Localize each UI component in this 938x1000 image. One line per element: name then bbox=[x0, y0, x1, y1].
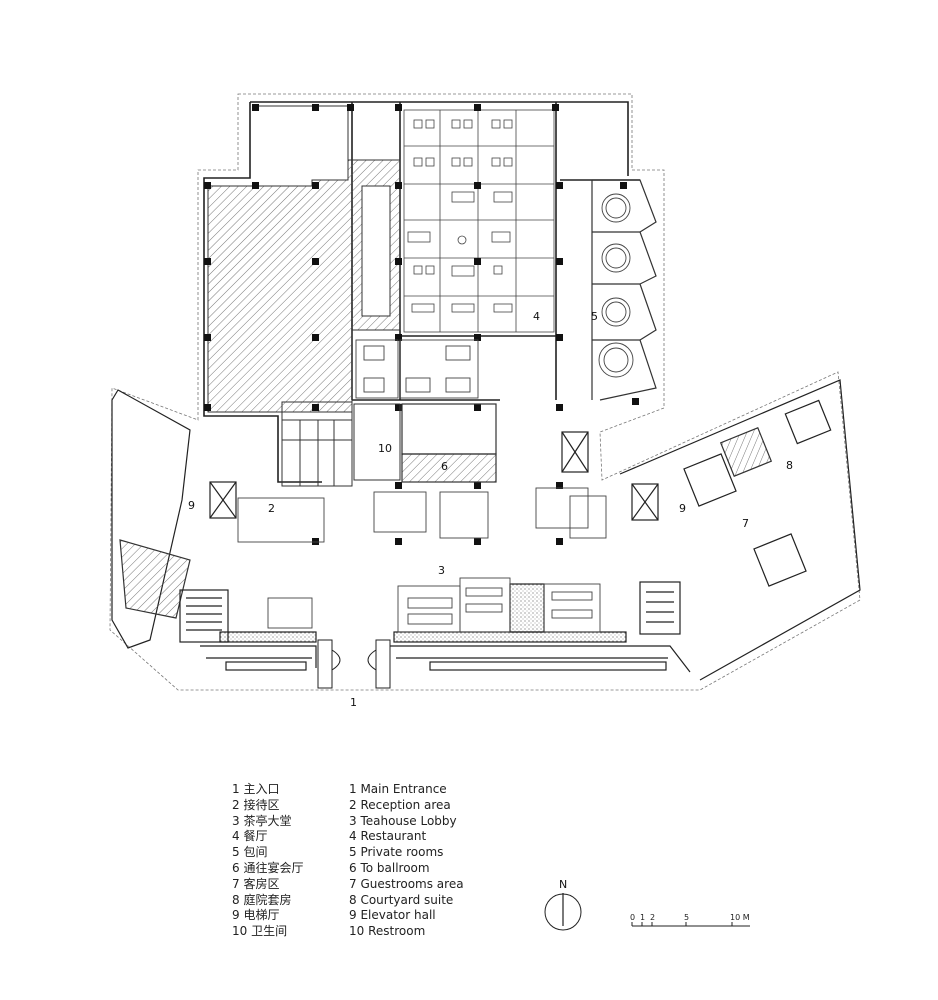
site-boundary bbox=[109, 93, 861, 691]
label-6: 6 bbox=[441, 460, 448, 473]
label-2: 2 bbox=[268, 502, 275, 515]
ballroom-hatched-area bbox=[207, 105, 401, 413]
label-9-right: 9 bbox=[679, 502, 686, 515]
legend-item: 8 Courtyard suite bbox=[349, 892, 454, 907]
legend-item: 8 庭院套房 bbox=[232, 892, 292, 907]
private-rooms bbox=[591, 179, 657, 401]
north-label: N bbox=[559, 878, 567, 891]
legend-item: 9 电梯厅 bbox=[232, 908, 280, 923]
legend-item: 5 包间 bbox=[232, 845, 268, 860]
scale-tick-10: 10 M bbox=[730, 913, 750, 922]
label-3: 3 bbox=[438, 564, 445, 577]
restroom-area bbox=[281, 401, 401, 487]
legend-item: 9 Elevator hall bbox=[349, 908, 436, 923]
ballroom-corridor bbox=[401, 403, 497, 483]
label-8: 8 bbox=[786, 459, 793, 472]
scale-bar: 0 1 2 5 10 M bbox=[630, 913, 750, 927]
label-1: 1 bbox=[350, 696, 357, 709]
lobby-furniture bbox=[237, 487, 607, 543]
legend-item: 10 Restroom bbox=[349, 924, 426, 939]
legend-item: 2 Reception area bbox=[349, 797, 451, 812]
left-wing bbox=[111, 389, 229, 649]
restaurant-tables bbox=[403, 109, 555, 333]
legend-item: 1 主入口 bbox=[232, 782, 280, 796]
legend-item: 3 茶亭大堂 bbox=[232, 813, 292, 828]
north-arrow: N bbox=[544, 878, 582, 931]
main-entrance-doors bbox=[317, 639, 391, 689]
scale-tick-5: 5 bbox=[684, 913, 689, 922]
legend-item: 5 Private rooms bbox=[349, 845, 444, 860]
legend-item: 4 餐厅 bbox=[232, 829, 268, 844]
south-rooms bbox=[267, 577, 601, 633]
legend-english: 1 Main Entrance 2 Reception area 3 Teaho… bbox=[349, 782, 464, 940]
legend-item: 2 接待区 bbox=[232, 797, 280, 812]
lower-dining bbox=[355, 339, 479, 399]
legend-chinese: 1 主入口 2 接待区 3 茶亭大堂 4 餐厅 5 包间 6 通往宴会厅 7 客… bbox=[232, 782, 303, 940]
legend-item: 3 Teahouse Lobby bbox=[349, 813, 457, 828]
legend-item: 4 Restaurant bbox=[349, 829, 427, 844]
label-9-left: 9 bbox=[188, 499, 195, 512]
room-labels: 1 2 3 4 5 6 7 8 9 9 10 bbox=[188, 310, 793, 709]
legend-item: 7 客房区 bbox=[232, 876, 280, 891]
scale-tick-0: 0 bbox=[630, 913, 635, 922]
label-5: 5 bbox=[591, 310, 598, 323]
legend-item: 1 Main Entrance bbox=[349, 782, 447, 796]
legend-item: 10 卫生间 bbox=[232, 924, 288, 939]
right-wing bbox=[619, 379, 861, 681]
elevator-cores bbox=[209, 431, 659, 521]
label-10: 10 bbox=[378, 442, 392, 455]
scale-tick-1: 1 bbox=[640, 913, 645, 922]
legend-item: 7 Guestrooms area bbox=[349, 876, 464, 891]
legend-item: 6 To ballroom bbox=[349, 860, 430, 875]
label-4: 4 bbox=[533, 310, 540, 323]
scale-tick-2: 2 bbox=[650, 913, 655, 922]
legend-item: 6 通往宴会厅 bbox=[232, 860, 304, 875]
structural-columns bbox=[204, 104, 639, 545]
label-7: 7 bbox=[742, 517, 749, 530]
